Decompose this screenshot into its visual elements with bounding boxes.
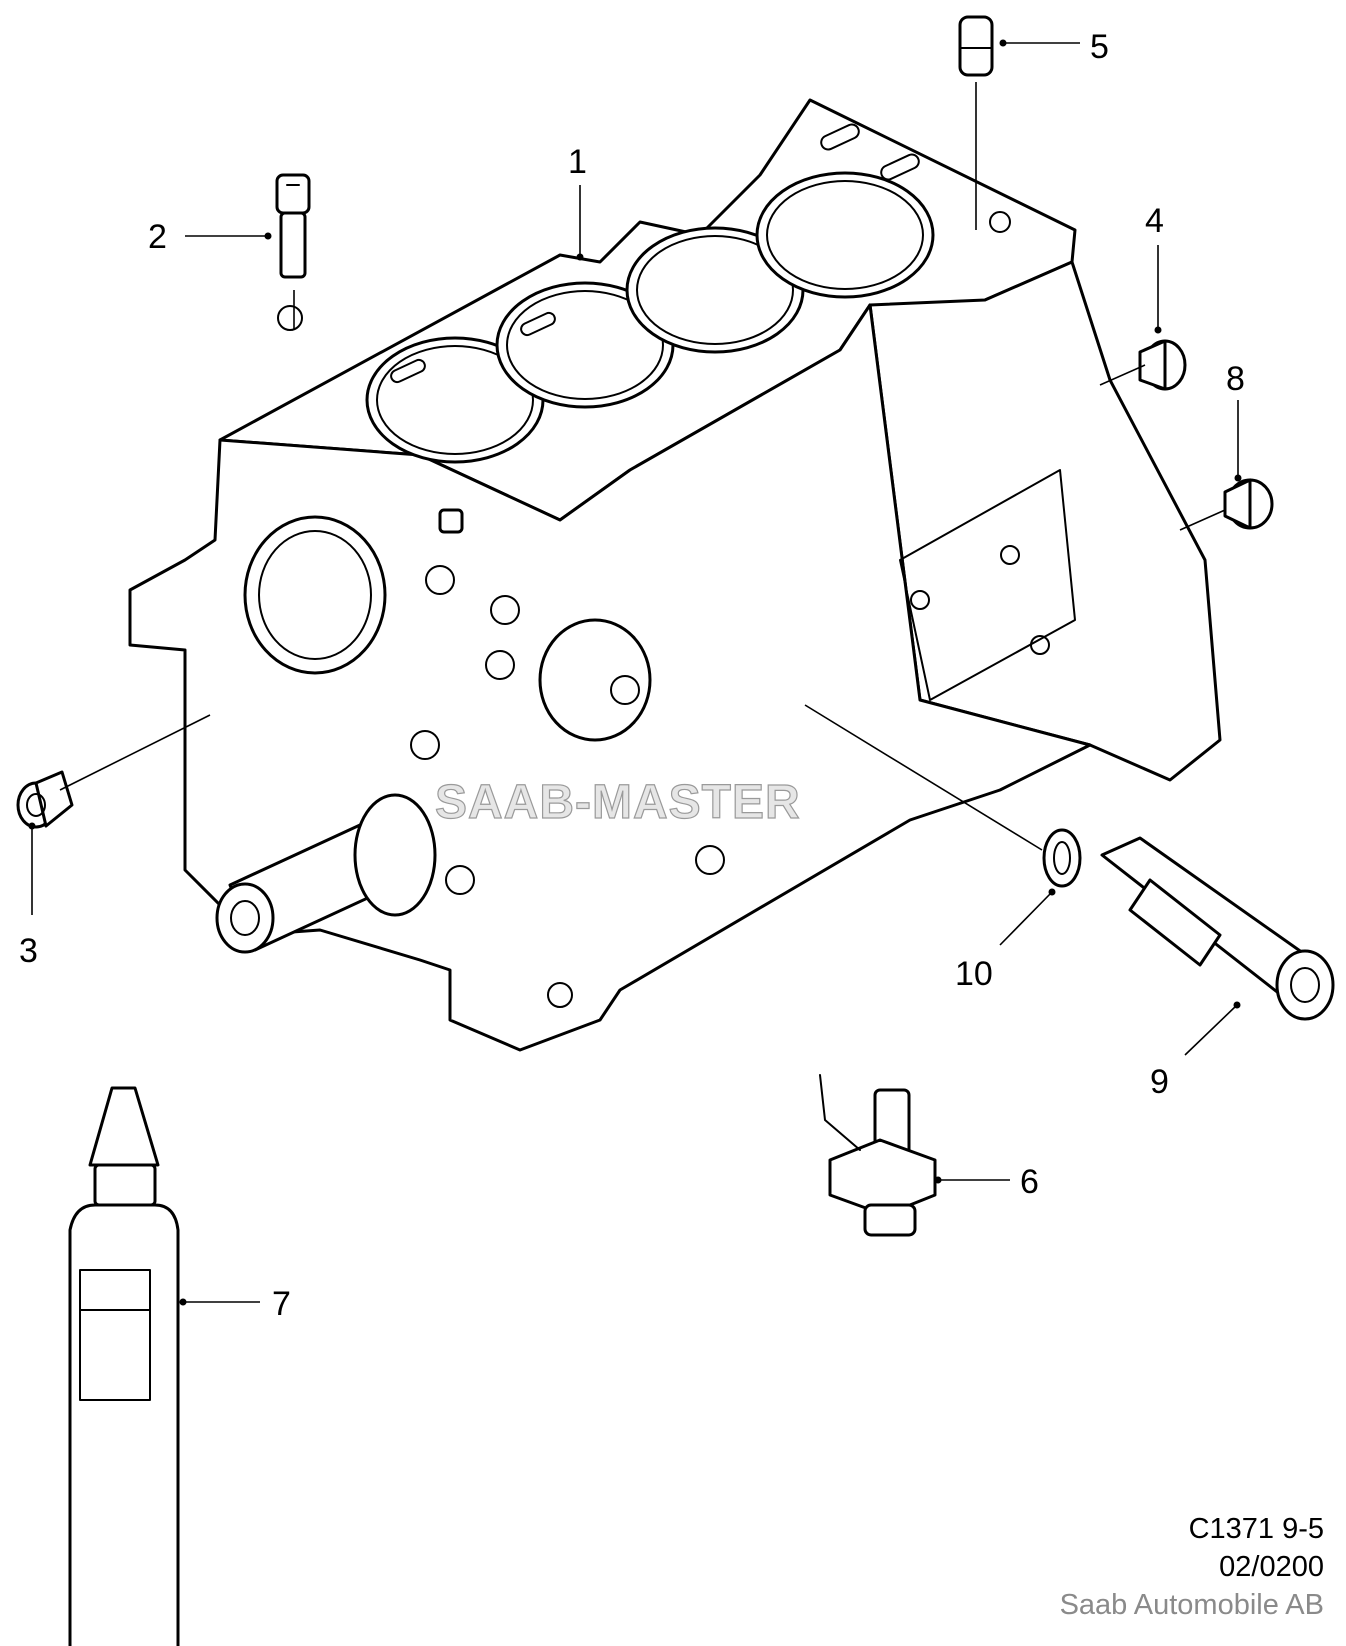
watermark: SAAB-MASTER <box>435 776 801 829</box>
callout-8: 8 <box>1226 360 1245 398</box>
callout-4: 4 <box>1145 202 1164 240</box>
plug-right-upper <box>1138 339 1187 391</box>
dowel-sleeve <box>958 15 994 230</box>
engine-block <box>128 98 1222 1052</box>
bolt-part <box>275 173 311 330</box>
assembly-guide-lines <box>59 364 1226 851</box>
diagram-footer: C1371 9-5 02/0200 Saab Automobile AB <box>1060 1510 1324 1624</box>
diagram-date: 02/0200 <box>1219 1551 1324 1583</box>
oil-pressure-sensor <box>819 1074 937 1237</box>
callout-leaders <box>28 39 1242 1306</box>
callout-6: 6 <box>1020 1163 1039 1201</box>
callout-10: 10 <box>955 955 993 993</box>
callout-2: 2 <box>148 218 167 256</box>
company-name: Saab Automobile AB <box>1059 1589 1324 1621</box>
callout-3: 3 <box>19 932 38 970</box>
callout-5: 5 <box>1090 28 1109 66</box>
diagram-code: C1371 9-5 <box>1188 1513 1324 1545</box>
callout-1: 1 <box>568 143 587 181</box>
seal-ring <box>1042 828 1082 888</box>
callout-labels: 1 2 3 4 5 6 7 8 9 10 <box>19 28 1245 1323</box>
sealant-bottle <box>68 1086 180 1646</box>
oil-jet-valve <box>1100 836 1335 1021</box>
callout-9: 9 <box>1150 1063 1169 1101</box>
plug-right-lower <box>1223 478 1274 530</box>
threaded-plug-left <box>16 770 74 829</box>
callout-7: 7 <box>272 1285 291 1323</box>
